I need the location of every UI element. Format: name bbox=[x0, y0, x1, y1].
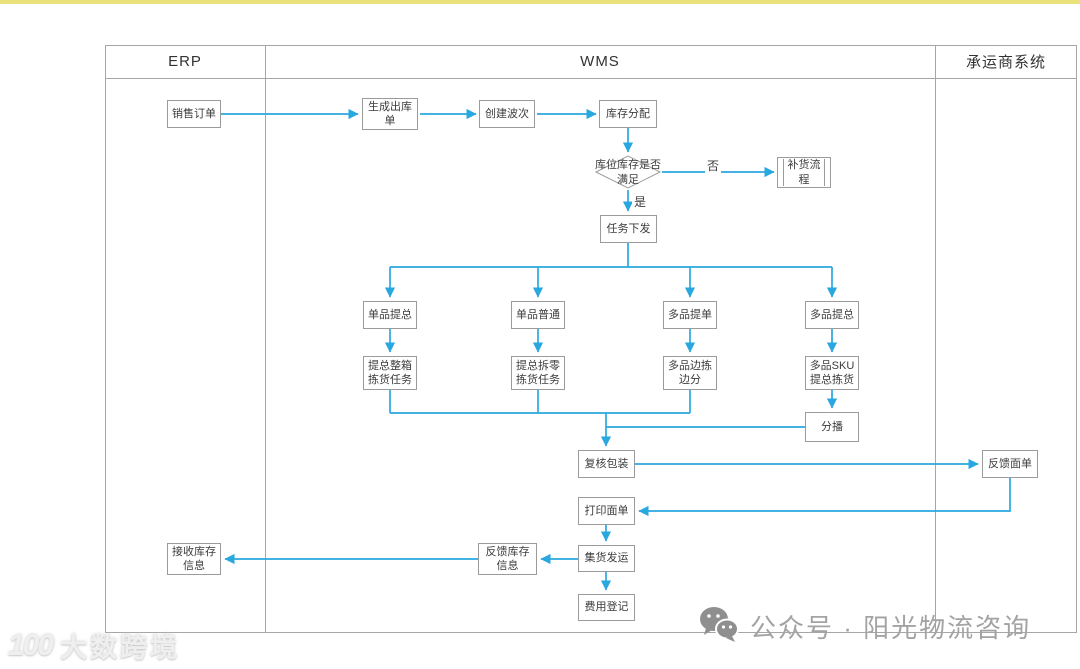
dashu-logo-icon: 100 bbox=[8, 628, 54, 662]
lane-title-erp: ERP bbox=[168, 53, 202, 70]
wechat-icon bbox=[698, 605, 740, 648]
flow-node-multi-item-summary: 多品提总 bbox=[805, 301, 859, 329]
flow-node-recheck-packing: 复核包装 bbox=[578, 450, 635, 478]
flow-node-consolidation-shipping: 集货发运 bbox=[578, 545, 635, 572]
flow-node-print-waybill: 打印面单 bbox=[578, 497, 635, 525]
swimlane-frame bbox=[105, 45, 1077, 633]
edge-label-no: 否 bbox=[705, 157, 722, 174]
flow-node-feedback-waybill: 反馈面单 bbox=[982, 450, 1038, 478]
flow-node-multi-item-order: 多品提单 bbox=[663, 301, 717, 329]
flow-node-feedback-inventory-info: 反馈库存信息 bbox=[478, 543, 537, 575]
decision-diamond bbox=[594, 155, 662, 189]
lane-header-separator bbox=[105, 78, 1077, 79]
replenishment-process-label: 补货流程 bbox=[783, 159, 825, 186]
edge-label-yes: 是 bbox=[632, 193, 649, 210]
lane-title-wms: WMS bbox=[580, 53, 620, 70]
flow-node-location-stock-decision: 库位库存是否满足 bbox=[595, 159, 661, 186]
flow-node-multi-sku-summary-picking: 多品SKU提总拣货 bbox=[805, 356, 859, 390]
lane-divider-wms-carrier bbox=[935, 45, 936, 633]
flow-node-receive-inventory-info: 接收库存信息 bbox=[167, 543, 221, 575]
flow-node-inventory-allocation: 库存分配 bbox=[599, 100, 657, 128]
flow-node-replenishment-process: 补货流程 bbox=[777, 157, 831, 188]
watermark-right-text: 公众号 · 阳光物流咨询 bbox=[750, 613, 1032, 643]
lane-divider-erp-wms bbox=[265, 45, 266, 633]
lane-title-carrier: 承运商系统 bbox=[965, 54, 1046, 71]
flow-node-single-item-summary: 单品提总 bbox=[363, 301, 417, 329]
flow-node-create-wave: 创建波次 bbox=[479, 100, 535, 128]
watermark-left-text: 大数跨境 bbox=[60, 633, 181, 663]
top-accent-bar bbox=[0, 0, 1080, 4]
flow-node-single-item-normal: 单品普通 bbox=[511, 301, 565, 329]
flow-node-generate-outbound-order: 生成出库单 bbox=[362, 98, 418, 130]
flow-node-task-dispatch: 任务下发 bbox=[600, 215, 657, 243]
flow-node-summary-split-picking: 提总拆零拣货任务 bbox=[511, 356, 565, 390]
flow-node-multi-item-pick-sort: 多品边拣边分 bbox=[663, 356, 717, 390]
flow-node-summary-full-case-picking: 提总整箱拣货任务 bbox=[363, 356, 417, 390]
flow-node-sales-order: 销售订单 bbox=[167, 100, 221, 128]
flow-node-fee-registration: 费用登记 bbox=[578, 594, 635, 621]
watermark-bottom-right: 公众号 · 阳光物流咨询 bbox=[698, 605, 1031, 648]
flow-node-sowing: 分播 bbox=[805, 412, 859, 442]
watermark-bottom-left: 100 大数跨境 bbox=[8, 626, 180, 665]
